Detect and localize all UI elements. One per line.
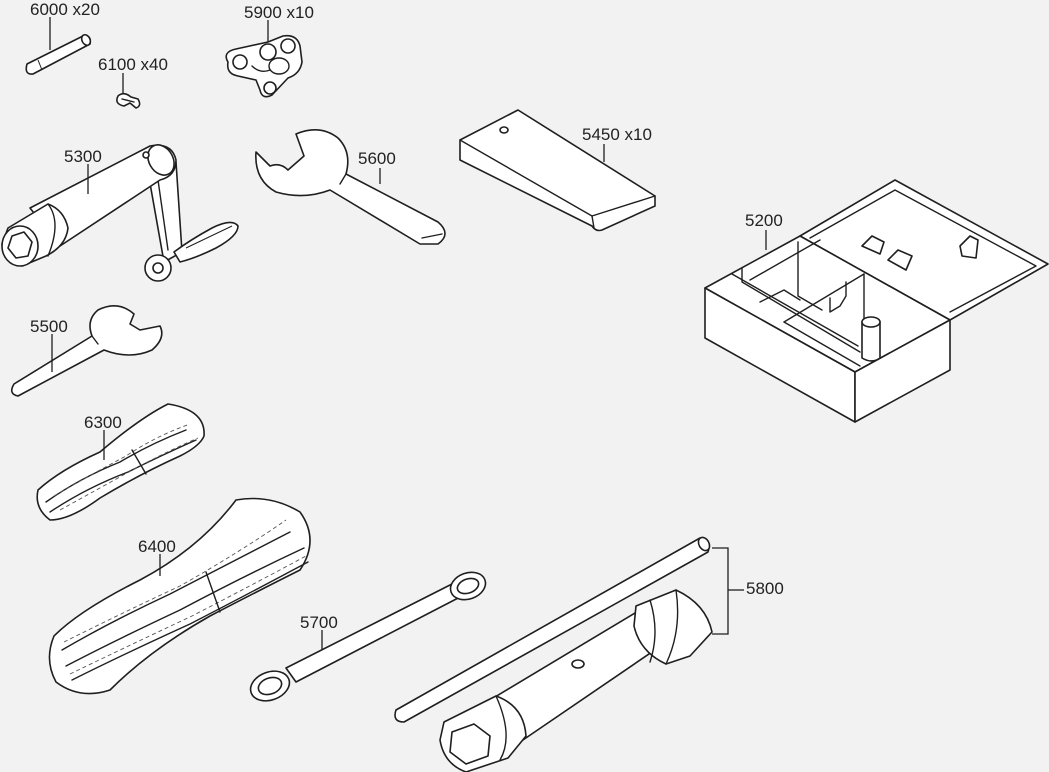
part-5450-wedge[interactable] xyxy=(459,109,656,232)
callout-5900: 5900 x10 xyxy=(244,3,314,22)
part-5700-ring-spanner[interactable] xyxy=(246,568,489,706)
part-5300-crank-wrench[interactable] xyxy=(1,140,239,282)
part-5600-open-end-wrench[interactable] xyxy=(255,129,446,245)
callout-6300: 6300 xyxy=(84,413,122,432)
callout-6400: 6400 xyxy=(138,537,176,556)
callout-6100: 6100 x40 xyxy=(98,55,168,74)
part-5200-toolbox[interactable] xyxy=(704,179,1049,423)
callout-5500: 5500 xyxy=(30,317,68,336)
callout-5450: 5450 x10 xyxy=(582,125,652,144)
callout-5800: 5800 xyxy=(746,579,784,598)
callout-5600: 5600 xyxy=(358,149,396,168)
part-5900-chain-link[interactable] xyxy=(225,34,303,98)
callout-6000: 6000 x20 xyxy=(30,0,100,19)
part-5800-box-spanner[interactable] xyxy=(394,535,713,772)
callout-5200: 5200 xyxy=(745,211,783,230)
part-6100-clip[interactable] xyxy=(116,92,141,109)
part-6000-pin[interactable] xyxy=(25,33,92,75)
callout-5300: 5300 xyxy=(64,147,102,166)
callout-5700: 5700 xyxy=(300,613,338,632)
part-5500-open-end-wrench[interactable] xyxy=(10,305,163,397)
part-6400-strap[interactable] xyxy=(48,497,311,695)
